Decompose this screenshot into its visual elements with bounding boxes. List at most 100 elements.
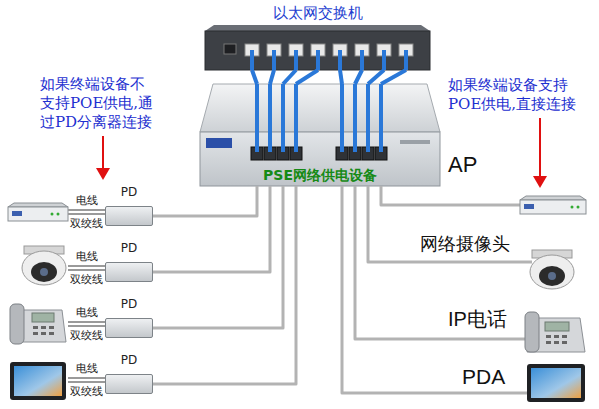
splitter-body	[105, 318, 153, 338]
device-cable-part	[415, 338, 525, 341]
device-label: AP	[448, 152, 477, 178]
pd-splitter: PD	[105, 297, 153, 338]
access-point-icon	[8, 203, 68, 221]
label-holder: 双绞线	[70, 273, 103, 286]
phone-icon-part	[33, 332, 38, 335]
phone-icon-part	[49, 326, 54, 329]
right-camera-icon-part	[548, 272, 556, 280]
right-phone-icon	[525, 312, 585, 352]
right-phone-icon-part	[545, 322, 569, 331]
device-cable	[415, 205, 532, 393]
splitter-body	[105, 206, 153, 226]
access-point-icon-part	[57, 213, 60, 216]
splitter-label: PD	[121, 241, 137, 255]
pse-illustration-part	[206, 138, 232, 148]
pse-cable-part	[366, 84, 370, 152]
end-device: PDA	[415, 362, 520, 400]
splitter-cable-part	[68, 325, 105, 327]
poe-cable	[381, 186, 415, 205]
switch-illustration-part	[224, 44, 236, 54]
right-access-point-icon-part	[520, 196, 586, 200]
right-phone-icon-part	[525, 312, 539, 352]
cable-label: 电线	[76, 250, 98, 263]
ethernet-cable	[296, 70, 318, 84]
callout-arrow	[96, 118, 547, 188]
device-cable-part	[415, 204, 520, 207]
callout-note: 如果终端设备不支持POE供电,通过PD分离器连接	[40, 75, 155, 132]
phone-icon-part	[10, 304, 24, 344]
pse-cable-part	[268, 84, 272, 152]
poe-cable	[368, 186, 415, 262]
camera-icon-part	[22, 251, 66, 285]
tablet-icon	[10, 362, 66, 400]
splitter-cable-part	[68, 213, 105, 215]
splitter-cable-part	[68, 265, 105, 267]
label-holder: 电线	[76, 194, 98, 207]
label-holder: 电线	[76, 306, 98, 319]
splitter-cable-part	[68, 321, 105, 323]
pd-splitter: PD	[105, 241, 153, 282]
right-tablet-icon-part	[531, 368, 581, 398]
switch-plug-part	[272, 50, 276, 70]
poe-cable	[153, 186, 257, 216]
pse-cable-part	[255, 84, 259, 152]
phone-icon	[10, 304, 66, 344]
phone-icon-part	[41, 332, 46, 335]
access-point-icon-part	[12, 211, 22, 216]
cable-label: 双绞线	[70, 273, 103, 286]
cable-label: 电线	[76, 194, 98, 207]
device-title: PSE网络供电设备	[263, 167, 377, 184]
pse-cable-part	[294, 84, 298, 152]
pse-cable-part	[340, 84, 344, 152]
right-camera-icon-part	[539, 266, 565, 286]
ethernet-cable	[381, 70, 406, 84]
callout-note: 如果终端设备支持POE供电,直接连接	[448, 76, 583, 114]
phone-icon-part	[41, 326, 46, 329]
cable-label: 双绞线	[70, 217, 103, 230]
pse-cable-part	[353, 84, 357, 152]
switch-plug-part	[316, 50, 320, 70]
right-tablet-icon	[527, 364, 585, 402]
switch-plug-part	[404, 50, 408, 70]
switch-plug	[252, 50, 406, 70]
camera-icon	[22, 246, 66, 285]
right-access-point-icon	[520, 196, 586, 214]
cable-label: 双绞线	[70, 385, 103, 398]
callout-arrow-part	[533, 176, 547, 188]
splitter-label: PD	[121, 297, 137, 311]
device-label: IP电话	[448, 307, 507, 331]
switch-plug-part	[382, 50, 386, 70]
right-camera-icon	[530, 250, 574, 289]
camera-icon-part	[31, 262, 57, 282]
right-access-point-icon-part	[577, 206, 580, 209]
tablet-icon-part	[10, 362, 66, 400]
pse-cable-part	[281, 84, 285, 152]
splitter-cable-part	[68, 377, 105, 379]
callout-arrow-part	[96, 168, 110, 180]
switch-illustration-part	[205, 25, 430, 31]
ethernet-cable	[270, 70, 274, 84]
access-point-icon-part	[51, 213, 54, 216]
ethernet-cable	[355, 70, 362, 84]
pd-splitter: PD	[105, 185, 153, 226]
end-device: IP电话	[415, 305, 520, 345]
right-access-point-icon-part	[524, 204, 534, 209]
poe-cable	[355, 186, 415, 339]
device-label: PDA	[462, 364, 505, 389]
switch-illustration	[205, 25, 430, 70]
splitter-cable-part	[68, 381, 105, 383]
right-phone-icon-part	[554, 335, 559, 338]
switch-plug-part	[294, 50, 298, 70]
poe-cable	[342, 186, 415, 393]
label-holder: 双绞线	[70, 217, 103, 230]
label-holder: 双绞线	[70, 329, 103, 342]
ethernet-cable	[252, 70, 257, 84]
phone-icon-part	[32, 313, 54, 322]
right-access-point-icon-part	[520, 200, 586, 214]
right-access-point-icon-part	[571, 206, 574, 209]
label-holder: 电线	[76, 362, 98, 375]
switch-illustration-part	[205, 31, 430, 70]
pse-illustration-part	[200, 84, 440, 132]
right-tablet-icon-part	[527, 364, 585, 402]
